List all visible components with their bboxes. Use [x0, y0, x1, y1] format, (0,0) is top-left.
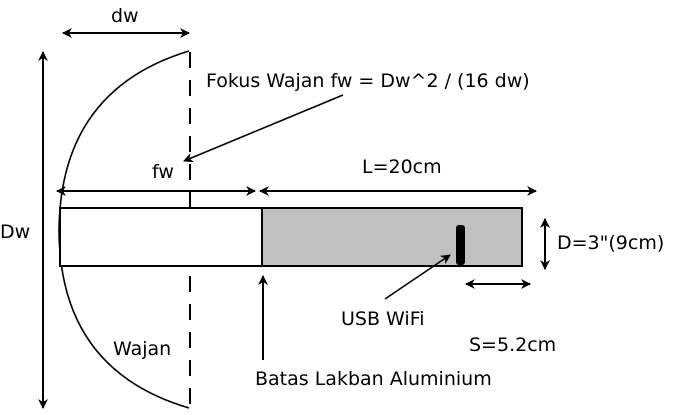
wajan-label: Wajan [113, 338, 171, 360]
usb-wifi-element [456, 225, 465, 265]
dw-label: dw [111, 5, 139, 27]
diameter-label: D=3"(9cm) [557, 232, 664, 254]
fw-label: fw [152, 161, 174, 183]
usb-wifi-pointer-arrow [384, 254, 451, 300]
tube-uncovered-section [59, 207, 263, 267]
Dw-label: Dw [0, 221, 30, 243]
tape-boundary-label: Batas Lakban Aluminium [255, 368, 492, 390]
focus-pointer-arrow [183, 94, 344, 163]
tube-aluminium-section [261, 207, 523, 267]
length-label: L=20cm [362, 156, 442, 178]
usb-wifi-label: USB WiFi [341, 308, 425, 330]
focus-formula-label: Fokus Wajan fw = Dw^2 / (16 dw) [206, 70, 530, 92]
spacing-label: S=5.2cm [469, 334, 556, 356]
